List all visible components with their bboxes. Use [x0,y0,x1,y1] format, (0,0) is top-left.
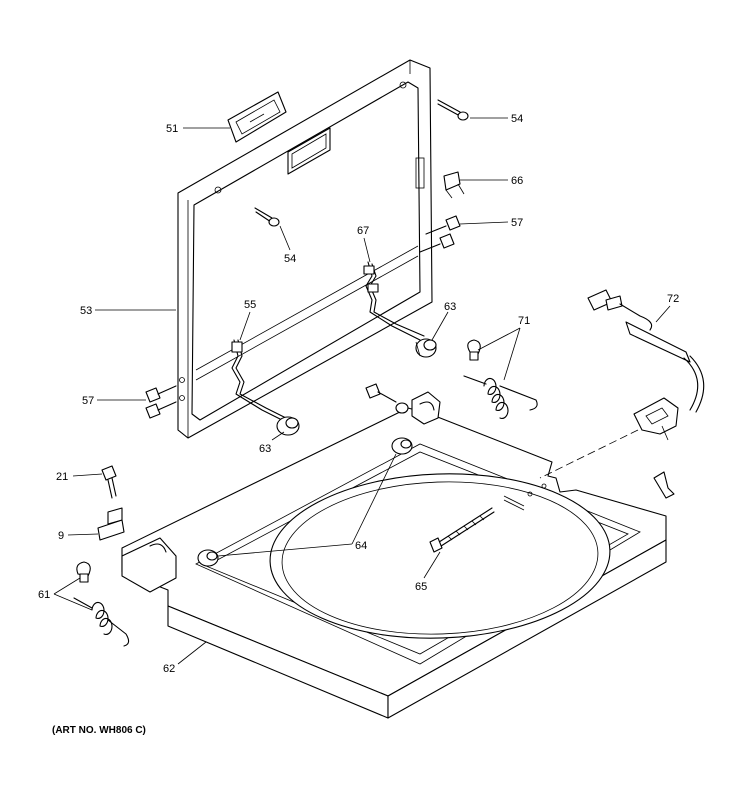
part-61-spring [73,561,130,647]
callout-54-left: 54 [284,253,296,265]
lid-frame [177,59,433,439]
callout-51: 51 [166,123,178,135]
callout-65: 65 [415,581,427,593]
callout-9: 9 [58,530,64,542]
part-64-grommet-right [391,437,413,455]
part-65-screw [429,507,495,553]
callout-63-left: 63 [259,443,271,455]
callout-21: 21 [56,471,68,483]
callout-57-right: 57 [511,217,523,229]
part-55-wire [231,339,287,421]
part-66-clip [443,171,465,199]
callout-53: 53 [80,305,92,317]
part-57-screws-right [419,215,461,253]
hinge-bolt [365,383,409,414]
part-21-screw [101,465,117,499]
art-number: (ART NO. WH806 C) [52,725,146,736]
callout-66: 66 [511,175,523,187]
part-54-screw-left [254,207,280,227]
callout-61: 61 [38,589,50,601]
part-67-wire [363,261,425,341]
callout-67: 67 [357,225,369,237]
callout-63-right: 63 [444,301,456,313]
part-54-screw-top [437,99,469,121]
leader-lines [53,117,671,665]
part-72-lid-switch [539,289,705,499]
callout-71: 71 [518,315,530,327]
callout-55: 55 [244,299,256,311]
callout-labels: 51 54 66 57 54 67 53 55 63 71 72 57 63 2… [38,113,679,736]
callout-57-left: 57 [82,395,94,407]
part-57-screws-left [145,385,177,419]
callout-62: 62 [163,663,175,675]
part-64-grommet-left [197,549,219,567]
part-63-bumper-left [276,416,300,436]
callout-54-top: 54 [511,113,523,125]
part-9-bracket [97,507,125,541]
callout-64: 64 [355,540,367,552]
part-71-spring [463,339,538,419]
part-51-badge [227,91,287,143]
callout-72: 72 [667,293,679,305]
part-63-bumper-right [415,338,437,358]
top-cover [121,391,667,719]
